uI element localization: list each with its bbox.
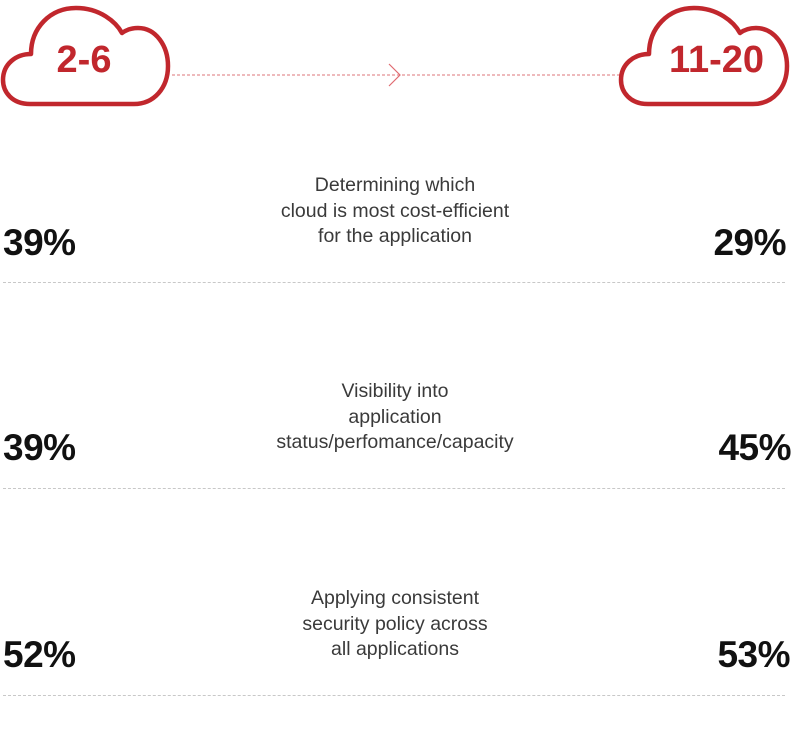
comparison-row: Visibility into application status/perfo… [0,367,791,507]
left-percentage: 39% [3,222,76,263]
cloud-left-label: 2-6 [56,39,112,81]
row-divider [3,695,785,696]
right-percentage: 45% [718,427,791,468]
right-percentage: 29% [713,222,786,263]
cloud-badge-left: 2-6 [0,0,172,110]
cloud-badge-right: 11-20 [618,0,791,110]
left-percentage: 52% [3,634,76,675]
row-divider [3,282,785,283]
connector-line [172,63,620,87]
cloud-right-label: 11-20 [668,39,765,81]
comparison-row: Applying consistent security policy acro… [0,574,791,714]
comparison-row: Determining which cloud is most cost-eff… [0,160,791,300]
row-description: Applying consistent security policy acro… [302,587,488,660]
cloud-outline-icon [618,5,790,107]
left-percentage: 39% [3,427,76,468]
cloud-outline-icon [0,5,171,107]
right-percentage: 53% [717,634,790,675]
row-description: Visibility into application status/perfo… [276,380,514,453]
chevron-right-arrow-icon [388,63,401,87]
row-description: Determining which cloud is most cost-eff… [280,174,510,247]
row-divider [3,488,785,489]
